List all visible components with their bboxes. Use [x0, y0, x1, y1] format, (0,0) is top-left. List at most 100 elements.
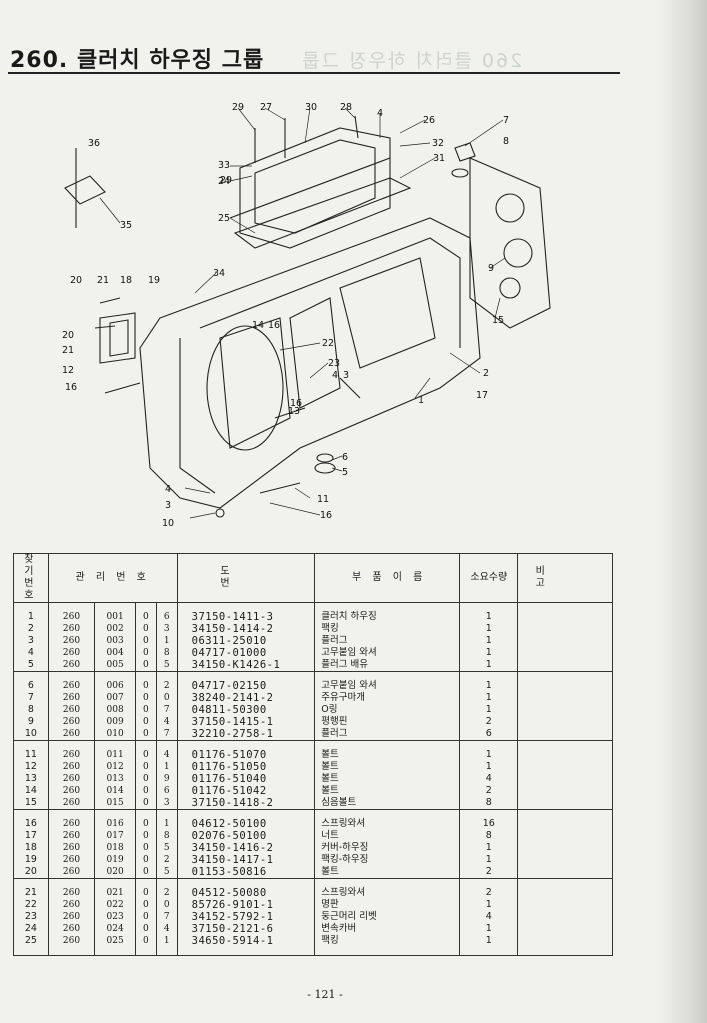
cell-name: 주유구마개	[314, 692, 461, 704]
header-find-no: 찾 기 번 호	[13, 553, 49, 603]
cell-qty: 1	[459, 704, 519, 716]
cell-part: 01176-51050	[176, 761, 316, 773]
cell-part: 01153-50816	[176, 866, 316, 879]
cell-a: 260	[47, 659, 96, 672]
cell-part: 04717-01000	[176, 647, 316, 659]
callout-label: 34	[213, 268, 225, 279]
cell-qty: 8	[459, 830, 519, 842]
cell-d: 9	[155, 773, 178, 785]
cell-no: 16	[13, 818, 49, 830]
group-spacer	[13, 878, 613, 887]
cell-d: 7	[155, 704, 178, 716]
cell-a: 260	[47, 680, 96, 692]
callout-label: 27	[260, 102, 272, 113]
cell-part: 01176-51040	[176, 773, 316, 785]
cell-qty: 1	[459, 623, 519, 635]
title-rule	[8, 72, 620, 74]
cell-name: 플러그 배유	[314, 659, 461, 672]
callout-label: 10	[162, 518, 174, 529]
cell-name: 볼트	[314, 866, 461, 879]
cell-b: 009	[94, 716, 136, 728]
cell-a: 260	[47, 911, 96, 923]
cell-c: 0	[134, 623, 157, 635]
cell-b: 019	[94, 854, 136, 866]
cell-qty: 2	[459, 716, 519, 728]
cell-name: 팩킹	[314, 623, 461, 635]
cell-qty: 2	[459, 866, 519, 879]
cell-d: 0	[155, 899, 178, 911]
cell-d: 6	[155, 785, 178, 797]
diagram-svg: 2927302842678363329323124253534920211819…	[62, 102, 551, 529]
callout-label: 4	[377, 108, 383, 119]
cell-qty: 1	[459, 692, 519, 704]
cell-d: 1	[155, 635, 178, 647]
cell-name: 팩킹-하우징	[314, 854, 461, 866]
cell-c: 0	[134, 854, 157, 866]
cell-c: 0	[134, 797, 157, 810]
cell-b: 025	[94, 935, 136, 947]
page-title: 260. 클러치 하우징 그룹	[10, 48, 265, 73]
cell-c: 0	[134, 866, 157, 879]
callout-label: 31	[433, 153, 445, 164]
cell-name: 볼트	[314, 773, 461, 785]
cell-part: 37150-2121-6	[176, 923, 316, 935]
callout-label: 35	[120, 220, 132, 231]
show-through-text: 260 클러치 하우징 그룹	[300, 50, 523, 72]
cell-remarks	[517, 761, 613, 773]
cell-c: 0	[134, 785, 157, 797]
cell-d: 2	[155, 887, 178, 899]
cell-qty: 2	[459, 785, 519, 797]
cell-part: 38240-2141-2	[176, 692, 316, 704]
header-drawing-no: 도 번	[176, 553, 316, 603]
cell-d: 7	[155, 728, 178, 741]
cell-name: 고무붙임 와셔	[314, 680, 461, 692]
cell-qty: 4	[459, 773, 519, 785]
cell-qty: 1	[459, 749, 519, 761]
cell-b: 013	[94, 773, 136, 785]
cell-qty: 1	[459, 680, 519, 692]
cell-name: 스프링와셔	[314, 887, 461, 899]
cell-remarks	[517, 887, 613, 899]
cell-part: 34150-1417-1	[176, 854, 316, 866]
cell-name: 볼트	[314, 749, 461, 761]
header-remarks: 비 고	[517, 553, 613, 603]
cell-a: 260	[47, 704, 96, 716]
group-spacer	[13, 740, 613, 749]
cell-b: 001	[94, 611, 136, 623]
cell-name: 변속카버	[314, 923, 461, 935]
cell-a: 260	[47, 773, 96, 785]
cell-b: 002	[94, 623, 136, 635]
cell-no: 24	[13, 923, 49, 935]
cell-c: 0	[134, 635, 157, 647]
cell-d: 5	[155, 866, 178, 879]
callout-label: 3	[165, 500, 171, 511]
cell-no: 20	[13, 866, 49, 879]
cell-qty: 1	[459, 647, 519, 659]
callout-label: 23	[328, 358, 340, 369]
cell-a: 260	[47, 797, 96, 810]
cell-remarks	[517, 911, 613, 923]
cell-c: 0	[134, 647, 157, 659]
cell-remarks	[517, 623, 613, 635]
cell-c: 0	[134, 818, 157, 830]
cell-remarks	[517, 773, 613, 785]
cell-no: 8	[13, 704, 49, 716]
group-spacer	[13, 671, 613, 680]
cell-d: 8	[155, 647, 178, 659]
callout-label: 30	[305, 102, 317, 113]
callout-label: 16	[290, 398, 302, 409]
cell-no: 1	[13, 611, 49, 623]
cell-remarks	[517, 923, 613, 935]
header-quantity: 소요수량	[459, 553, 519, 603]
cell-name: 팩킹	[314, 935, 461, 947]
